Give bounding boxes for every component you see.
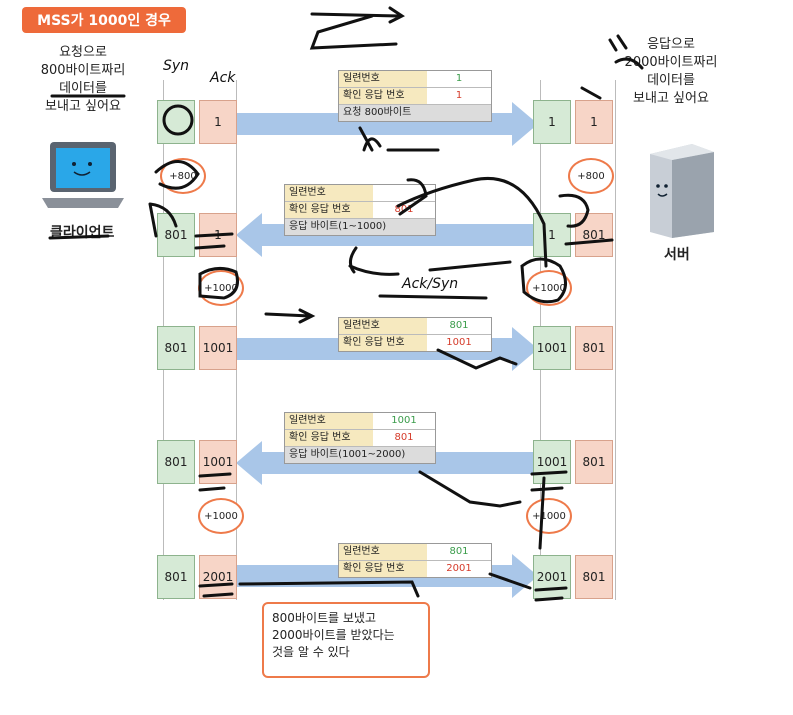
packet-ack-label: 확인 응답 번호: [339, 88, 427, 104]
packet-seq-label: 일련번호: [339, 71, 427, 87]
client-ack-cell: 1: [199, 213, 237, 257]
packet-payload: 요청 800바이트: [339, 105, 491, 121]
client-speech-line: 보내고 싶어요: [45, 99, 121, 114]
laptop-icon: [40, 138, 126, 218]
note-line: 것을 알 수 있다: [272, 645, 350, 659]
server-seq-cell: 2001: [533, 555, 571, 599]
packet-seq-label: 일련번호: [339, 544, 427, 560]
client-seq-cell: 801: [157, 555, 195, 599]
packet-ack-label: 확인 응답 번호: [339, 561, 427, 577]
arrow-head-right: [512, 102, 538, 146]
packet-ack-label: 확인 응답 번호: [285, 430, 373, 446]
packet-box: 일련번호 801 확인 응답 번호 2001: [338, 543, 492, 578]
increment-badge: +1000: [198, 270, 244, 306]
server-speech-line: 데이터를: [647, 73, 695, 88]
packet-ack-label: 확인 응답 번호: [285, 202, 373, 218]
packet-seq-label: 일련번호: [339, 318, 427, 334]
packet-seq-value: 801: [449, 320, 469, 331]
packet-seq-value: 801: [449, 546, 469, 557]
handwritten-syn: Syn: [163, 58, 190, 74]
increment-badge: +1000: [526, 270, 572, 306]
note-line: 800바이트를 보냈고: [272, 611, 376, 625]
server-ack-cell: 1: [575, 100, 613, 144]
client-speech-line: 800바이트짜리: [40, 63, 126, 78]
client-speech: 요청으로 800바이트짜리 데이터를 보내고 싶어요: [28, 44, 138, 116]
client-seq-cell: 801: [157, 213, 195, 257]
server-icon: [640, 140, 720, 240]
packet-seq-value: 1: [455, 73, 463, 84]
arrow-head-left: [236, 441, 262, 485]
packet-box: 일련번호 확인 응답 번호 801 응답 바이트(1~1000): [284, 184, 436, 236]
client-label: 클라이언트: [50, 225, 115, 241]
client-seq-cell: [157, 100, 195, 144]
server-ack-cell: 801: [575, 440, 613, 484]
server-ack-cell: 801: [575, 213, 613, 257]
server-ack-cell: 801: [575, 326, 613, 370]
packet-ack-value: 1001: [446, 337, 472, 348]
client-seq-cell: 801: [157, 440, 195, 484]
client-ack-cell: 1001: [199, 326, 237, 370]
arrow-head-left: [236, 213, 262, 257]
packet-box: 일련번호 1 확인 응답 번호 1 요청 800바이트: [338, 70, 492, 122]
client-speech-line: 요청으로: [59, 45, 107, 60]
packet-ack-value: 1: [455, 90, 463, 101]
increment-badge: +800: [568, 158, 614, 194]
server-seq-cell: 1: [533, 100, 571, 144]
arrow-head-right: [512, 327, 538, 371]
packet-seq-value: [373, 185, 435, 201]
client-ack-cell: 2001: [199, 555, 237, 599]
summary-note: 800바이트를 보냈고 2000바이트를 받았다는 것을 알 수 있다: [262, 602, 430, 678]
title-badge: MSS가 1000인 경우: [22, 7, 186, 33]
server-speech-line: 응답으로: [647, 37, 695, 52]
note-line: 2000바이트를 받았다는: [272, 628, 395, 642]
server-label: 서버: [664, 247, 690, 263]
client-ack-cell: 1: [199, 100, 237, 144]
server-seq-cell: 1001: [533, 440, 571, 484]
handwritten-ack: Ack: [210, 70, 236, 86]
packet-box: 일련번호 1001 확인 응답 번호 801 응답 바이트(1001~2000): [284, 412, 436, 464]
handwritten-ack-syn: Ack/Syn: [402, 276, 459, 292]
server-speech: 응답으로 2000바이트짜리 데이터를 보내고 싶어요: [606, 36, 736, 108]
packet-seq-label: 일련번호: [285, 413, 373, 429]
client-seq-cell: 801: [157, 326, 195, 370]
increment-badge: +800: [160, 158, 206, 194]
server-ack-cell: 801: [575, 555, 613, 599]
packet-payload: 응답 바이트(1~1000): [285, 219, 435, 235]
server-seq-cell: 1: [533, 213, 571, 257]
packet-payload: 응답 바이트(1001~2000): [285, 447, 435, 463]
client-speech-line: 데이터를: [59, 81, 107, 96]
packet-seq-value: 1001: [391, 415, 417, 426]
packet-ack-value: 801: [394, 432, 414, 443]
packet-ack-value: 801: [394, 204, 414, 215]
server-speech-line: 보내고 싶어요: [633, 91, 709, 106]
client-ack-cell: 1001: [199, 440, 237, 484]
increment-badge: +1000: [198, 498, 244, 534]
server-speech-line: 2000바이트짜리: [624, 55, 718, 70]
server-seq-cell: 1001: [533, 326, 571, 370]
packet-seq-label: 일련번호: [285, 185, 373, 201]
packet-box: 일련번호 801 확인 응답 번호 1001: [338, 317, 492, 352]
packet-ack-value: 2001: [446, 563, 472, 574]
packet-ack-label: 확인 응답 번호: [339, 335, 427, 351]
increment-badge: +1000: [526, 498, 572, 534]
